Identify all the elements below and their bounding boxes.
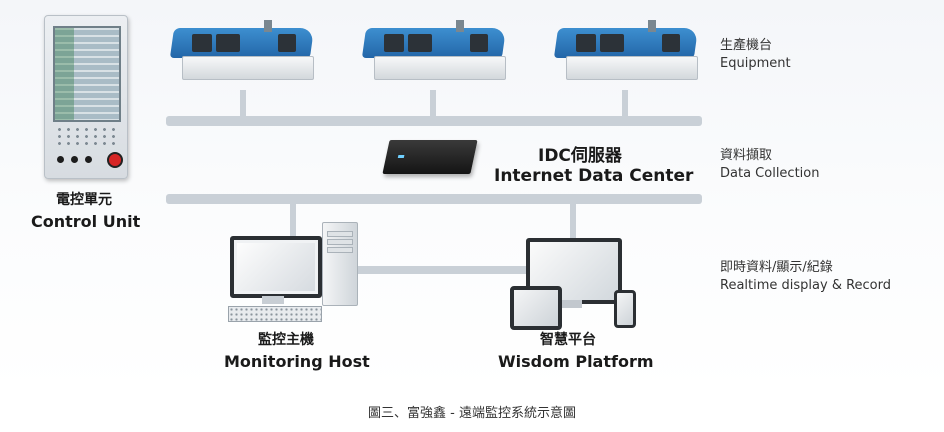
display-stand: [562, 300, 582, 308]
control-unit-button: [85, 156, 92, 163]
monitoring-host-label-zh: 監控主機: [258, 332, 314, 348]
figure-caption: 圖三、富強鑫 - 遠端監控系統示意圖: [368, 406, 576, 421]
equipment-bus: [166, 116, 702, 126]
tablet-icon: [510, 286, 562, 330]
control-unit-button: [71, 156, 78, 163]
machine-2-link: [430, 90, 436, 118]
control-unit-label-en: Control Unit: [31, 212, 141, 231]
control-unit-label-zh: 電控單元: [56, 192, 112, 208]
monitoring-host-label-en: Monitoring Host: [224, 352, 370, 371]
tier-data-collection-zh: 資料擷取: [720, 148, 773, 163]
machine-3-link: [622, 90, 628, 118]
injection-machine: [168, 18, 318, 80]
platform-link: [570, 202, 576, 240]
monitor-stand: [262, 296, 284, 304]
idc-server-icon: [382, 140, 478, 174]
phone-icon: [614, 290, 636, 328]
data-bus: [166, 194, 702, 204]
machine-1-link: [240, 90, 246, 118]
control-unit-panel: [44, 15, 128, 179]
tier-realtime-en: Realtime display & Record: [720, 278, 892, 293]
injection-machine: [552, 18, 702, 80]
wisdom-platform-label-en: Wisdom Platform: [498, 352, 654, 371]
wisdom-platform-label-zh: 智慧平台: [540, 332, 596, 348]
tier-equipment-zh: 生產機台: [720, 38, 773, 53]
control-unit-button: [57, 156, 64, 163]
idc-label-en: Internet Data Center: [494, 166, 694, 186]
host-link: [290, 202, 296, 238]
idc-label-zh: IDC伺服器: [538, 146, 622, 166]
tier-data-collection-en: Data Collection: [720, 166, 820, 181]
tier-equipment-en: Equipment: [720, 56, 791, 71]
emergency-stop-icon: [107, 152, 123, 168]
tier-realtime-zh: 即時資料/顯示/紀錄: [720, 260, 833, 275]
keyboard-icon: [228, 306, 322, 322]
display-bus: [350, 266, 540, 274]
pc-tower-icon: [322, 222, 358, 306]
desktop-monitor-icon: [230, 236, 322, 298]
injection-machine: [360, 18, 510, 80]
control-unit-keypad: [55, 126, 117, 148]
control-unit-screen: [53, 26, 121, 122]
